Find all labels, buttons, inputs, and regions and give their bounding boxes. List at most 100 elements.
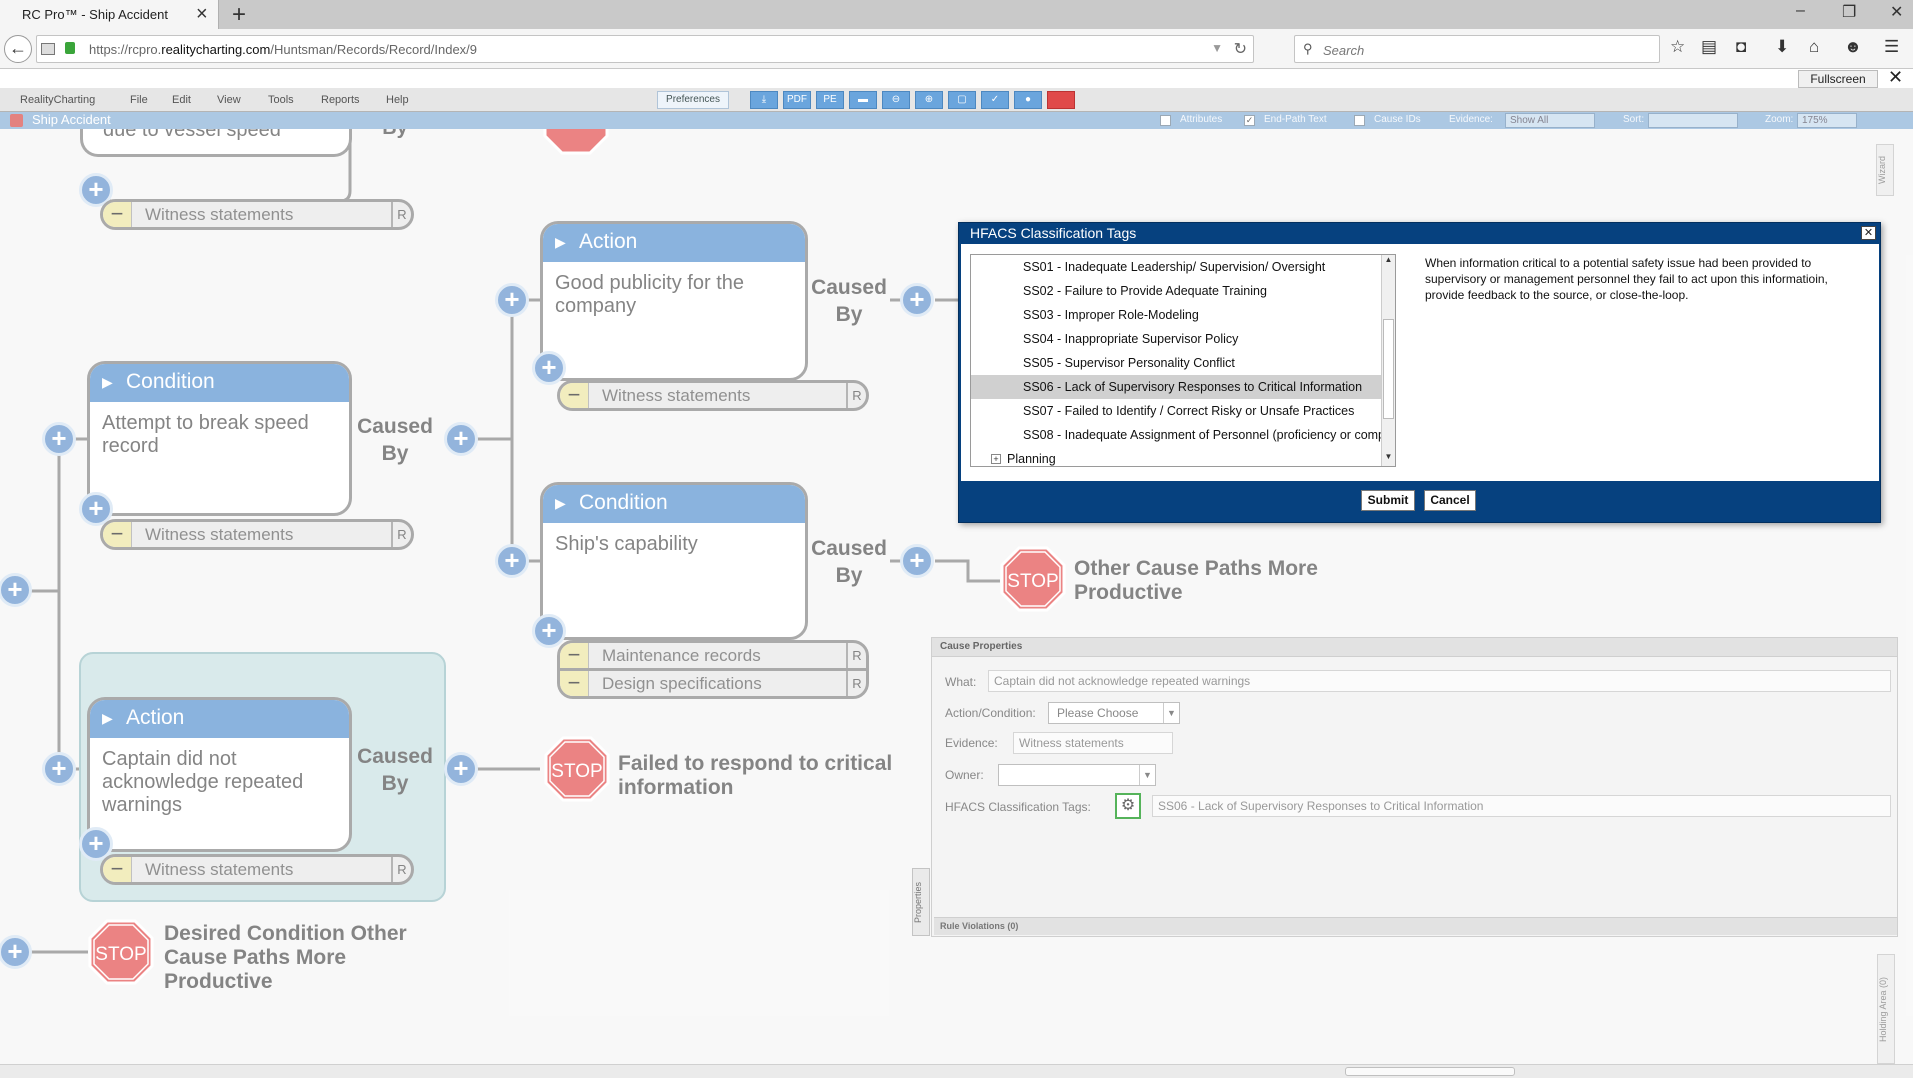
scroll-down-arrow-icon[interactable]: ▼ (1384, 452, 1393, 461)
search-input[interactable]: ⚲ Search (1294, 35, 1660, 63)
new-tab-icon[interactable]: + (232, 1, 247, 28)
menu-realitycharting[interactable]: RealityCharting (20, 94, 96, 106)
remove-evidence-icon[interactable]: − (560, 643, 589, 668)
zoom-out-icon[interactable]: ⊖ (882, 91, 910, 109)
address-bar[interactable]: https://rcpro.realitycharting.com/Huntsm… (36, 35, 1254, 63)
lightbulb-icon[interactable]: ● (1014, 91, 1042, 109)
hfacs-field[interactable]: SS06 - Lack of Supervisory Responses to … (1152, 795, 1891, 817)
add-cause-plus-icon[interactable]: + (444, 422, 478, 456)
evidence-row[interactable]: − Witness statements R (557, 380, 869, 411)
close-tab-icon[interactable]: × (196, 3, 208, 25)
hfacs-tag-list[interactable]: SS01 - Inadequate Leadership/ Supervisio… (970, 254, 1396, 467)
list-item[interactable]: SS01 - Inadequate Leadership/ Supervisio… (1023, 260, 1326, 274)
menu-view[interactable]: View (217, 94, 241, 106)
what-field[interactable]: Captain did not acknowledge repeated war… (988, 670, 1891, 692)
gear-icon[interactable]: ⚙ (1115, 793, 1141, 819)
close-icon[interactable]: ✕ (1861, 226, 1876, 240)
evidence-row[interactable]: − Witness statements R (100, 519, 414, 550)
add-cause-plus-icon[interactable]: + (0, 935, 32, 969)
sort-select[interactable] (1648, 113, 1738, 128)
remove-evidence-icon[interactable]: − (103, 522, 132, 547)
list-group-planning[interactable]: +Planning (971, 447, 1381, 466)
add-cause-plus-icon[interactable]: + (532, 614, 566, 648)
reading-list-icon[interactable]: ▤ (1701, 37, 1718, 56)
color-swatch-button[interactable] (1047, 91, 1075, 109)
add-cause-plus-icon[interactable]: + (900, 544, 934, 578)
add-cause-plus-icon[interactable]: + (495, 283, 529, 317)
window-close-icon[interactable]: ✕ (1890, 4, 1904, 21)
fullscreen-button[interactable]: Fullscreen (1798, 70, 1878, 88)
add-cause-plus-icon[interactable]: + (532, 351, 566, 385)
expand-arrow-icon[interactable]: ▶ (555, 234, 566, 250)
reload-icon[interactable]: ↻ (1233, 41, 1247, 58)
home-icon[interactable]: ⌂ (1809, 37, 1820, 56)
add-cause-plus-icon[interactable]: + (0, 573, 32, 607)
list-item[interactable]: SS03 - Improper Role-Modeling (1023, 308, 1199, 322)
back-arrow-icon[interactable]: ← (4, 35, 32, 63)
add-cause-plus-icon[interactable]: + (900, 283, 934, 317)
zoom-in-icon[interactable]: ⊕ (915, 91, 943, 109)
download-chart-button[interactable]: ⤓ (750, 91, 778, 109)
evidence-row-top[interactable]: − Witness statements R (100, 199, 414, 230)
layout-button[interactable]: ▬ (849, 91, 877, 109)
add-cause-plus-icon[interactable]: + (79, 827, 113, 861)
menu-tools[interactable]: Tools (268, 94, 294, 106)
remove-evidence-icon[interactable]: − (103, 202, 132, 227)
horizontal-scrollbar[interactable] (0, 1064, 1913, 1078)
scrollbar-thumb[interactable] (1345, 1067, 1515, 1076)
scroll-up-arrow-icon[interactable]: ▲ (1384, 255, 1393, 264)
list-item-selected[interactable]: SS06 - Lack of Supervisory Responses to … (971, 375, 1381, 399)
add-cause-plus-icon[interactable]: + (444, 752, 478, 786)
bookmark-star-icon[interactable]: ☆ (1670, 37, 1686, 56)
menu-help[interactable]: Help (386, 94, 409, 106)
menu-edit[interactable]: Edit (172, 94, 191, 106)
expand-arrow-icon[interactable]: ▶ (102, 374, 113, 390)
partial-node-top[interactable]: due to vessel speed (80, 129, 352, 159)
list-item[interactable]: SS07 - Failed to Identify / Correct Risk… (1023, 404, 1355, 418)
comment-icon[interactable]: ▢ (948, 91, 976, 109)
fullscreen-close-icon[interactable]: ✕ (1888, 67, 1904, 87)
rule-violations-bar[interactable]: Rule Violations (0) (934, 917, 1897, 935)
add-cause-plus-icon[interactable]: + (79, 173, 113, 207)
list-item[interactable]: SS04 - Inappropriate Supervisor Policy (1023, 332, 1239, 346)
check-icon[interactable]: ✓ (981, 91, 1009, 109)
submit-button[interactable]: Submit (1361, 490, 1415, 511)
scrollbar-thumb[interactable] (1383, 319, 1394, 419)
attributes-checkbox[interactable] (1160, 115, 1171, 126)
list-item[interactable]: SS08 - Inadequate Assignment of Personne… (1023, 428, 1381, 442)
menu-file[interactable]: File (130, 94, 148, 106)
pocket-icon[interactable]: ◘ (1736, 37, 1747, 56)
preferences-button[interactable]: Preferences (657, 91, 729, 109)
owner-select[interactable]: ▼ (998, 764, 1156, 786)
remove-evidence-icon[interactable]: − (103, 857, 132, 882)
restore-icon[interactable]: ❐ (1842, 4, 1857, 21)
hamburger-menu-icon[interactable]: ☰ (1884, 37, 1900, 56)
remove-evidence-icon[interactable]: − (560, 671, 589, 696)
pdf-button[interactable]: PDF (783, 91, 811, 109)
evidence-field[interactable]: Witness statements (1013, 732, 1173, 754)
causeids-checkbox[interactable] (1354, 115, 1365, 126)
add-cause-plus-icon[interactable]: + (42, 422, 76, 456)
list-item[interactable]: SS05 - Supervisor Personality Conflict (1023, 356, 1235, 370)
list-item[interactable]: SS02 - Failure to Provide Adequate Train… (1023, 284, 1267, 298)
cancel-button[interactable]: Cancel (1424, 490, 1476, 511)
evidence-row[interactable]: − Witness statements R (100, 854, 414, 885)
evidence-row[interactable]: − Design specifications R (557, 668, 869, 699)
zoom-select[interactable]: 175% (1797, 113, 1857, 128)
expand-arrow-icon[interactable]: ▶ (555, 495, 566, 511)
action-condition-select[interactable]: Please Choose▼ (1048, 702, 1180, 724)
chat-icon[interactable]: ☻ (1844, 37, 1862, 56)
minimize-icon[interactable]: – (1796, 2, 1805, 19)
browser-tab[interactable]: RC Pro™ - Ship Accident × (0, 0, 219, 29)
evidence-filter-select[interactable]: Show All (1505, 113, 1595, 128)
url-dropdown-icon[interactable]: ▼ (1211, 41, 1223, 55)
properties-tab[interactable]: Properties (912, 868, 930, 936)
add-cause-plus-icon[interactable]: + (495, 544, 529, 578)
add-cause-plus-icon[interactable]: + (42, 752, 76, 786)
remove-evidence-icon[interactable]: − (560, 383, 589, 408)
endpath-checkbox[interactable]: ✓ (1244, 115, 1255, 126)
expand-arrow-icon[interactable]: ▶ (102, 710, 113, 726)
list-scrollbar[interactable]: ▲ ▼ (1381, 255, 1395, 466)
download-icon[interactable]: ⬇ (1775, 37, 1790, 56)
expand-plus-icon[interactable]: + (991, 454, 1001, 464)
